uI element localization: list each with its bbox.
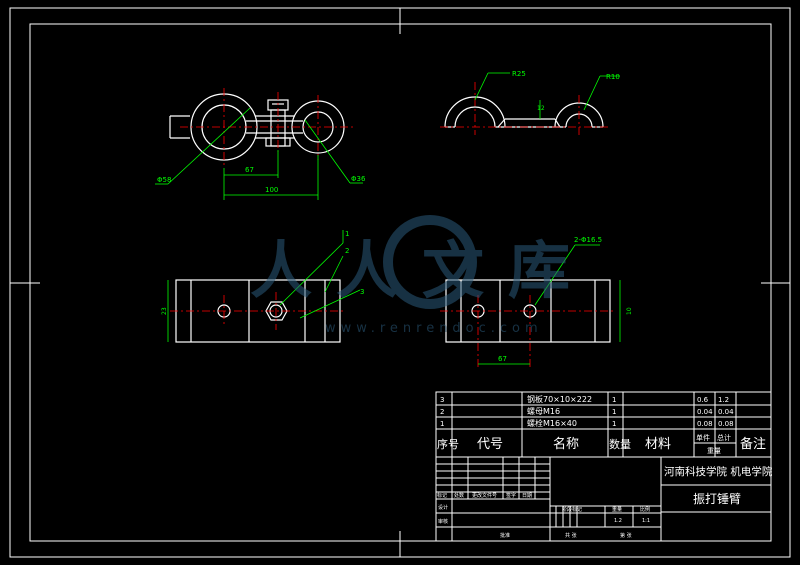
- bom-row-total-mass: 1.2: [718, 396, 729, 404]
- callout-1: 1: [345, 230, 349, 238]
- weight-label: 重量: [612, 506, 622, 513]
- revision-label-file: 更改文件号: [472, 492, 497, 499]
- bom-header-mass: 重量: [707, 447, 721, 455]
- revision-label-count: 处数: [454, 492, 464, 499]
- bom-row-total-mass: 0.08: [718, 420, 734, 428]
- audit-label: 审核: [438, 518, 448, 525]
- dim-pitch-bottom: 67: [498, 355, 507, 363]
- bom-row-qty: 1: [612, 408, 616, 416]
- plan-dimensions: [155, 107, 363, 200]
- bom-header-name: 名称: [553, 436, 579, 452]
- watermark: 人人文库 www.renrendoc.com: [250, 215, 594, 336]
- bom-header-no: 序号: [437, 437, 459, 451]
- watermark-url: www.renrendoc.com: [325, 321, 543, 336]
- watermark-logo-icon: [383, 215, 477, 309]
- bom-row-unit-mass: 0.08: [697, 420, 713, 428]
- bom-row-no: 1: [440, 420, 444, 428]
- sheet-no: 第 张: [620, 532, 632, 539]
- stage-label: 阶段标记: [562, 506, 582, 513]
- sheet-total: 共 张: [565, 532, 577, 539]
- approve-label: 批准: [500, 532, 510, 539]
- bom-row-name: 钢板70×10×222: [527, 394, 592, 404]
- scale-label: 比例: [640, 506, 650, 513]
- bom-row-name: 螺栓M16×40: [527, 418, 577, 428]
- revision-label-sign: 签字: [506, 492, 516, 499]
- callout-3: 3: [360, 288, 364, 296]
- bom-row-name: 螺母M16: [527, 406, 560, 416]
- dim-radius-big: R25: [512, 70, 526, 78]
- front-dimensions: [167, 230, 361, 342]
- plan-centerlines: [180, 88, 355, 166]
- bom-header-single: 单件: [696, 433, 710, 442]
- bom-row-total-mass: 0.04: [718, 408, 734, 416]
- side-dimensions: [474, 72, 620, 119]
- revision-label-mark: 标记: [437, 492, 447, 499]
- title-block: [435, 456, 772, 542]
- dim-radius-small: R10: [606, 73, 620, 81]
- dim-height-left: 23: [161, 307, 168, 315]
- bom-row-qty: 1: [612, 420, 616, 428]
- bom-row-no: 3: [440, 396, 444, 404]
- bom-row-no: 2: [440, 408, 444, 416]
- dim-diameter-left: Φ58: [157, 176, 171, 184]
- callout-2: 2: [345, 247, 349, 255]
- designer-label: 设计: [438, 504, 448, 511]
- bom-header-code: 代号: [477, 437, 503, 452]
- weight-value: 1.2: [614, 518, 622, 524]
- watermark-text: 人人文库: [250, 234, 594, 307]
- revision-label-date: 日期: [522, 493, 532, 499]
- dim-offset: 12: [537, 105, 545, 112]
- bom-row-qty: 1: [612, 396, 616, 404]
- bom-header-total: 总计: [717, 433, 731, 442]
- dim-hole-note: 2-Φ16.5: [574, 236, 602, 244]
- bom-table: [435, 391, 772, 458]
- right-front-dimensions: [478, 244, 621, 365]
- bom-header-material: 材料: [645, 437, 671, 452]
- drawing-name: 振打锤臂: [693, 491, 741, 506]
- bom-header-note: 备注: [740, 436, 766, 452]
- school-name: 河南科技学院 机电学院: [664, 465, 773, 478]
- bom-row-unit-mass: 0.6: [697, 396, 709, 404]
- side-centerlines: [440, 82, 610, 135]
- bom-row-unit-mass: 0.04: [697, 408, 713, 416]
- dim-diameter-right: Φ36: [351, 175, 366, 183]
- right-front-centerlines: [440, 295, 615, 368]
- scale-value: 1:1: [642, 518, 650, 524]
- bom-header-qty: 数量: [609, 438, 631, 451]
- dim-length: 100: [265, 186, 278, 194]
- dim-pitch: 67: [245, 166, 254, 174]
- dim-height-right: 10: [626, 307, 633, 315]
